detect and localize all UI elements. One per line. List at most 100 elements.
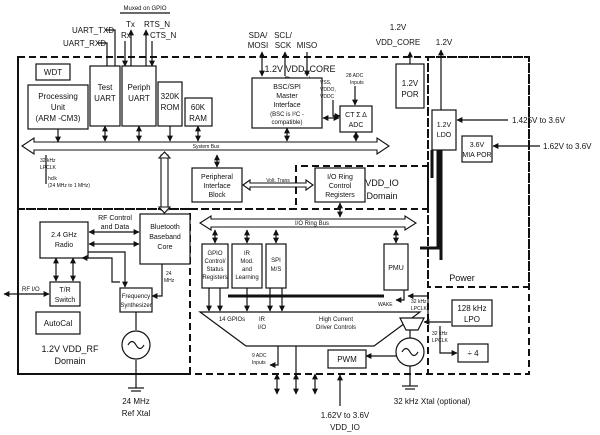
peripheral-interface-block xyxy=(191,167,243,203)
ldo-label-2: LDO xyxy=(437,132,452,139)
gpio-label-2: Control/ xyxy=(204,259,225,265)
ir-mod-label-2: Mod. xyxy=(240,259,254,265)
bsc-label-5: compatible) xyxy=(271,120,302,126)
por-block xyxy=(395,63,425,109)
rx-label: Rx xyxy=(121,31,131,40)
io-domain-outline xyxy=(190,165,429,374)
radio-block xyxy=(39,221,89,259)
system-bus xyxy=(21,136,390,156)
bluetooth-baseband-block xyxy=(139,213,191,265)
gpio-label-4: Registers xyxy=(202,275,227,281)
lpo-label: 128 kHz xyxy=(457,304,486,313)
lpclk-label-2: LPCLK xyxy=(40,165,57,171)
pmu-label: PMU xyxy=(388,265,404,272)
autocal-label: AutoCal xyxy=(44,319,73,328)
lpo-label-2: LPO xyxy=(464,315,480,324)
periph-uart-block xyxy=(121,65,157,127)
vddio-input-label-2: VDD_IO xyxy=(330,423,360,432)
pib-label: Peripheral xyxy=(201,174,233,181)
frequency-synthesizer-block xyxy=(119,287,153,313)
rf-control-label-2: and Data xyxy=(101,224,130,231)
io-domain-label-2: Domain xyxy=(366,191,397,201)
ldo-label: 1.2V xyxy=(437,122,452,129)
rom-label: 320K xyxy=(161,92,180,101)
gpios14-label: 14 GPIOs xyxy=(219,317,245,323)
radio-label-2: Radio xyxy=(55,242,73,249)
adc-label-2: ADC xyxy=(349,122,364,129)
por-label-2: POR xyxy=(401,90,419,99)
pwm-block xyxy=(327,349,367,369)
wake-label: WAKE xyxy=(378,302,393,308)
uart-rxd-label: UART_RXD xyxy=(63,39,106,48)
chip-outline xyxy=(17,56,530,375)
ioring-label: I/O Ring xyxy=(327,174,353,181)
mhz24-label: 24 xyxy=(166,271,172,277)
k32-top-label-2: LPCLK xyxy=(411,306,428,312)
bt-label: Bluetooth xyxy=(150,224,180,231)
vddio-input-label: 1.62V to 3.6V xyxy=(321,411,370,420)
ir-mod-label: IR xyxy=(244,251,251,257)
uart-txd-label: UART_TXD xyxy=(72,26,114,35)
io-driver-block xyxy=(198,311,422,347)
hclk-label: hclk xyxy=(48,176,57,182)
mia-por-label: 3.6V xyxy=(470,142,485,149)
processing-unit-label-2: Unit xyxy=(51,103,66,112)
bt-label-3: Core xyxy=(157,244,172,251)
rf-domain-label: 1.2V VDD_RF xyxy=(41,344,99,354)
volt-trans-label: Volt. Trans xyxy=(266,178,290,184)
vddc-label: VDDC xyxy=(320,94,335,100)
adc-inputs-label: 28 ADC xyxy=(346,73,364,79)
muxed-gpio-label: Muxed on GPIO xyxy=(123,6,166,12)
io-ring-bus xyxy=(198,214,418,232)
wdt-block xyxy=(35,63,71,81)
vss-label: VSS, xyxy=(320,80,331,86)
adc-label: CT Σ Δ xyxy=(345,112,367,119)
processing-unit-block xyxy=(27,84,89,130)
processing-unit-label-3: (ARM -CM3) xyxy=(36,114,81,123)
bsc-label-3: Interface xyxy=(273,102,300,109)
gpio-label: GPIO xyxy=(207,251,222,257)
gpio-label-3: Status xyxy=(206,267,223,273)
ir-io-label: IR xyxy=(259,317,266,323)
cts-label: CTS_N xyxy=(150,31,176,40)
pwm-label: PWM xyxy=(337,355,357,364)
ref-xtal-label: 24 MHz xyxy=(122,397,150,406)
mia-por-block xyxy=(461,135,493,163)
io-ring-bus-label: I/O Ring Bus xyxy=(295,221,329,227)
tr-label-2: Switch xyxy=(55,297,76,304)
adc9-label-2: Inputs xyxy=(252,360,266,366)
sda-mosi-label-2: MOSI xyxy=(248,41,268,50)
rom-label-2: ROM xyxy=(161,103,180,112)
lpo-block xyxy=(451,299,493,327)
hclk-label-2: (24 MHz to 1 MHz) xyxy=(48,183,90,189)
xtal32-label: 32 kHz Xtal (optional) xyxy=(394,397,471,406)
ir-mod-label-4: Learning xyxy=(235,275,258,281)
autocal-block xyxy=(35,311,81,335)
mhz24-label-2: MHz xyxy=(164,278,175,284)
adc-inputs-label-2: Inputs xyxy=(350,80,364,86)
test-uart-label: Test xyxy=(98,83,113,92)
ir-mod-label-3: and xyxy=(242,267,252,273)
v12-right-label: 1.2V xyxy=(436,38,453,47)
tr-switch-block xyxy=(49,281,81,307)
wdt-label: WDT xyxy=(44,68,62,77)
core-domain-label: 1.2V VDD_CORE xyxy=(264,64,335,74)
rf-control-label: RF Control xyxy=(98,215,132,222)
io-domain-label: VDD_IO xyxy=(365,178,399,188)
pib-label-2: Interface xyxy=(203,183,230,190)
high-current-label: High Current xyxy=(319,317,353,323)
bsc-label-4: (BSC is I²C - xyxy=(270,112,304,118)
freq-label: Frequency xyxy=(122,294,150,300)
ref-xtal-label-2: Ref Xtal xyxy=(122,409,151,418)
power-domain-outline xyxy=(427,56,530,288)
spi-label: SPI xyxy=(271,258,281,264)
bt-vertical-bus xyxy=(160,154,169,211)
power-domain-label: Power xyxy=(449,273,475,283)
io-ring-control-block xyxy=(314,167,366,203)
por-label: 1.2V xyxy=(402,79,419,88)
rf-domain-outline xyxy=(17,208,191,375)
rf-io-label: RF I/O xyxy=(22,287,40,293)
adc-block xyxy=(339,105,373,133)
ir-io-label-2: I/O xyxy=(258,325,266,331)
ioring-label-2: Control xyxy=(329,183,352,190)
